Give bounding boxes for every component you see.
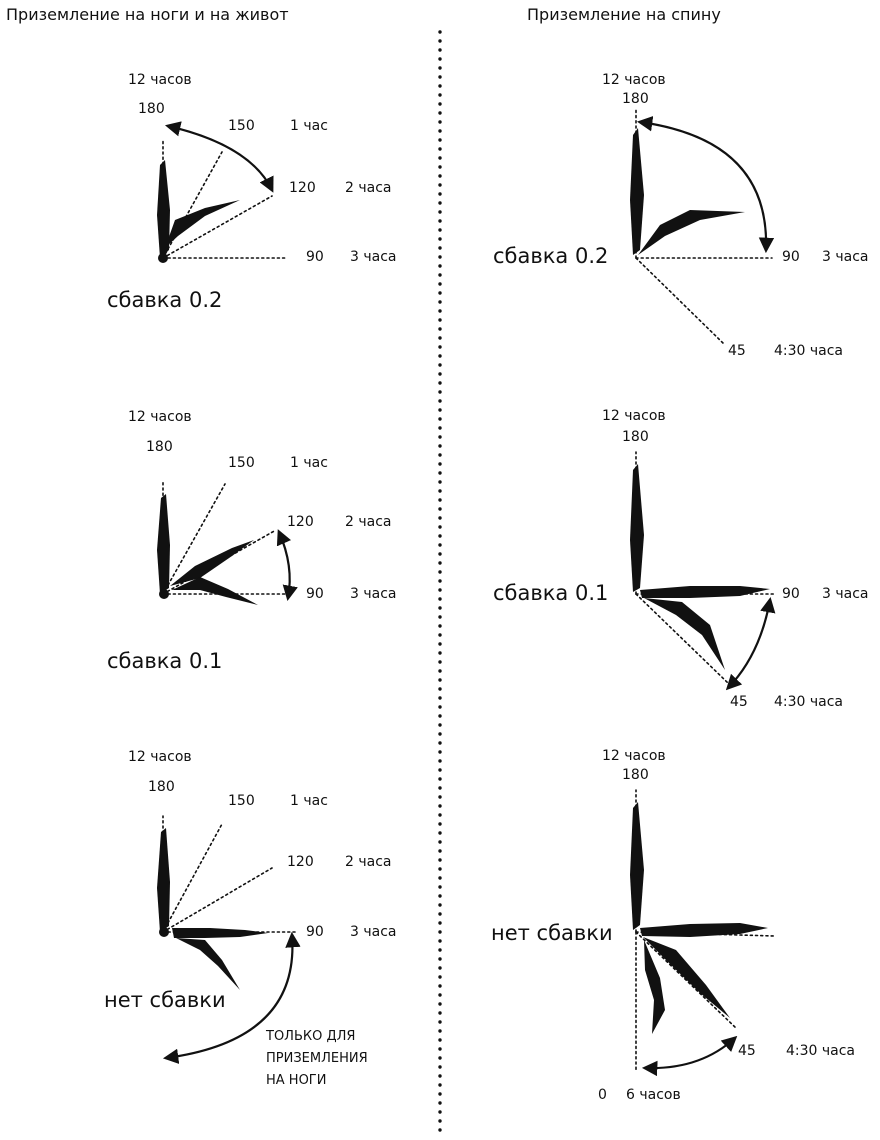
ray-120 <box>162 867 273 933</box>
deduction-label: сбавка 0.1 <box>493 581 608 605</box>
deg-90-label: 90 <box>306 924 324 940</box>
clock-12-label: 12 часов <box>128 749 192 765</box>
clock-2-label: 2 часа <box>345 180 391 196</box>
body-silhouette <box>630 802 768 1034</box>
ray-150 <box>162 151 223 259</box>
ray-150 <box>162 823 223 933</box>
body-silhouette <box>157 160 240 263</box>
ray-45 <box>635 593 729 684</box>
deduction-label: сбавка 0.2 <box>107 288 222 312</box>
header-left: Приземление на ноги и на живот <box>6 5 289 24</box>
clock-1-label: 1 час <box>290 793 328 809</box>
clock-3-label: 3 часа <box>822 249 868 265</box>
body-silhouette <box>630 128 745 255</box>
note-line-2: ПРИЗЕМЛЕНИЯ <box>266 1051 368 1066</box>
body-silhouette <box>157 828 268 990</box>
right-diagram-3: 12 часов 180 45 4:30 часа 0 6 часов нет … <box>491 748 855 1103</box>
deg-90-label: 90 <box>306 586 324 602</box>
clock-3-label: 3 часа <box>350 249 396 265</box>
clock-430-label: 4:30 часа <box>786 1043 855 1059</box>
ray-45 <box>635 257 726 346</box>
range-arc <box>164 121 274 193</box>
deg-150-label: 150 <box>228 455 255 471</box>
clock-12-label: 12 часов <box>602 408 666 424</box>
deg-120-label: 120 <box>287 854 314 870</box>
deg-180-label: 180 <box>622 429 649 445</box>
deg-180-label: 180 <box>622 767 649 783</box>
deduction-label: сбавка 0.2 <box>493 244 608 268</box>
clock-2-label: 2 часа <box>345 854 391 870</box>
clock-3-label: 3 часа <box>822 586 868 602</box>
deg-90-label: 90 <box>782 586 800 602</box>
header-right: Приземление на спину <box>527 5 721 24</box>
deg-90-label: 90 <box>306 249 324 265</box>
deg-0-label: 0 <box>598 1087 607 1103</box>
body-silhouette <box>630 464 770 670</box>
clock-12-label: 12 часов <box>128 409 192 425</box>
deg-90-label: 90 <box>782 249 800 265</box>
right-diagram-1: 12 часов 180 90 3 часа 45 4:30 часа сбав… <box>493 72 868 359</box>
deg-180-label: 180 <box>148 779 175 795</box>
deg-45-label: 45 <box>738 1043 756 1059</box>
deg-180-label: 180 <box>622 91 649 107</box>
deg-180-label: 180 <box>146 439 173 455</box>
left-diagram-3: 12 часов 180 150 1 час 120 2 часа 90 3 ч… <box>104 749 396 1088</box>
clock-3-label: 3 часа <box>350 924 396 940</box>
deg-180-label: 180 <box>138 101 165 117</box>
clock-3-label: 3 часа <box>350 586 396 602</box>
left-diagram-2: 12 часов 180 150 1 час 120 2 часа 90 3 ч… <box>107 409 396 673</box>
ray-120 <box>162 195 273 259</box>
range-arc <box>725 596 776 691</box>
clock-430-label: 4:30 часа <box>774 694 843 710</box>
clock-2-label: 2 часа <box>345 514 391 530</box>
clock-1-label: 1 час <box>290 118 328 134</box>
deg-150-label: 150 <box>228 793 255 809</box>
deg-150-label: 150 <box>228 118 255 134</box>
note-line-1: ТОЛЬКО ДЛЯ <box>265 1029 355 1044</box>
left-diagram-1: 12 часов 180 150 1 час 120 2 часа 90 3 ч… <box>107 72 396 312</box>
deduction-label: нет сбавки <box>491 921 613 945</box>
clock-6-label: 6 часов <box>626 1087 681 1103</box>
deduction-label: нет сбавки <box>104 988 226 1012</box>
range-arc <box>641 1035 738 1077</box>
clock-12-label: 12 часов <box>602 748 666 764</box>
clock-12-label: 12 часов <box>128 72 192 88</box>
ray-150 <box>162 483 226 595</box>
deduction-label: сбавка 0.1 <box>107 649 222 673</box>
note-line-3: НА НОГИ <box>266 1073 326 1088</box>
range-arc <box>276 529 298 602</box>
clock-1-label: 1 час <box>290 455 328 471</box>
deg-120-label: 120 <box>289 180 316 196</box>
ray-45 <box>635 931 737 1029</box>
deg-120-label: 120 <box>287 514 314 530</box>
right-diagram-2: 12 часов 180 90 3 часа 45 4:30 часа сбав… <box>493 408 868 710</box>
range-arc <box>162 931 301 1064</box>
clock-430-label: 4:30 часа <box>774 343 843 359</box>
clock-12-label: 12 часов <box>602 72 666 88</box>
range-arc <box>636 116 775 254</box>
deg-45-label: 45 <box>730 694 748 710</box>
body-silhouette <box>157 494 258 605</box>
deg-45-label: 45 <box>728 343 746 359</box>
